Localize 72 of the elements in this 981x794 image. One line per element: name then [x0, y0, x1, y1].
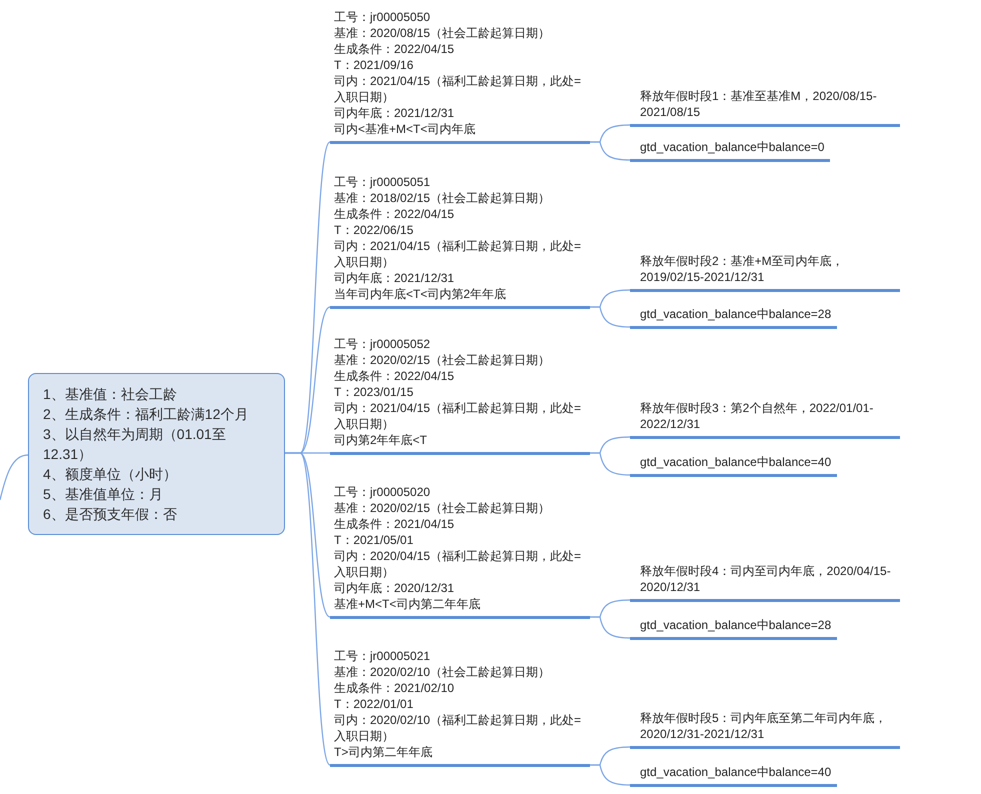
topic-text: T：2021/09/16 — [334, 56, 414, 72]
root-topic-text: 2、生成条件：福利工龄满12个月 — [43, 405, 250, 424]
topic-text: 工号：jr00005051 — [334, 174, 432, 190]
topic-node — [330, 174, 590, 308]
topic-text: 工号：jr00005050 — [334, 8, 432, 24]
topic-text: T：2021/05/01 — [334, 532, 414, 548]
subtopic-text: gtd_vacation_balance中balance=28 — [640, 306, 832, 322]
topic-text: 司内年底：2021/12/31 — [334, 104, 456, 120]
root-topic-text: 4、额度单位（小时） — [43, 465, 178, 484]
topic-node — [330, 484, 590, 618]
subtopic-node — [630, 252, 900, 292]
topic-text: T：2023/01/15 — [334, 384, 414, 400]
subtopic-text: 释放年假时段4：司内至司内年底，2020/04/15-2020/12/31 — [640, 562, 892, 594]
topic-text: 司内年底：2021/12/31 — [334, 270, 456, 286]
subtopic-text: gtd_vacation_balance中balance=0 — [640, 138, 824, 154]
subtopic-node — [630, 764, 838, 786]
topic-text: T：2022/01/01 — [334, 696, 414, 712]
subtopic-node — [630, 138, 830, 162]
topic-text: 基准：2020/02/15（社会工龄起算日期） — [334, 500, 552, 516]
topic-text: 基准：2020/02/15（社会工龄起算日期） — [334, 352, 552, 368]
topic-text: 工号：jr00005021 — [334, 648, 432, 664]
connector-line — [590, 141, 630, 161]
topic-text: 司内：2021/04/15（福利工龄起算日期，此处=入职日期） — [334, 400, 582, 432]
root-topic-text: 6、是否预支年假：否 — [43, 505, 178, 524]
topic-text: 基准：2020/02/10（社会工龄起算日期） — [334, 664, 552, 680]
connector-line — [590, 452, 630, 476]
connector-line — [0, 454, 28, 500]
subtopic-text: gtd_vacation_balance中balance=40 — [640, 454, 832, 470]
subtopic-node — [630, 454, 838, 476]
topic-text: 司内：2020/04/15（福利工龄起算日期，此处=入职日期） — [334, 548, 582, 580]
topic-text: 生成条件：2021/02/10 — [334, 680, 456, 696]
root-topic-text: 5、基准值单位：月 — [43, 485, 164, 504]
connector-line — [590, 764, 630, 786]
subtopic-node — [630, 616, 838, 640]
topic-node — [330, 336, 590, 454]
root-topic-text: 1、基准值：社会工龄 — [43, 385, 178, 404]
topic-text: 当年司内年底<T<司内第2年年底 — [334, 286, 508, 302]
topic-text: 工号：jr00005020 — [334, 484, 432, 500]
topic-text: 生成条件：2022/04/15 — [334, 206, 456, 222]
topic-text: 司内：2020/02/10（福利工龄起算日期，此处=入职日期） — [334, 712, 582, 744]
topic-text: T>司内第二年年底 — [334, 744, 434, 760]
topic-text: 司内：2021/04/15（福利工龄起算日期，此处=入职日期） — [334, 238, 582, 270]
root-topic-text: 3、以自然年为周期（01.01至12.31） — [43, 425, 227, 464]
subtopic-text: 释放年假时段3：第2个自然年，2022/01/01-2022/12/31 — [640, 400, 874, 432]
connector-line — [590, 306, 630, 328]
subtopic-node — [630, 562, 900, 602]
topic-text: 生成条件：2022/04/15 — [334, 368, 456, 384]
topic-text: 生成条件：2022/04/15 — [334, 40, 456, 56]
topic-node — [330, 8, 590, 144]
topic-text: 司内<基准+M<T<司内年底 — [334, 120, 476, 136]
subtopic-node — [630, 710, 900, 748]
topic-text: 基准+M<T<司内第二年年底 — [334, 596, 482, 612]
subtopic-node — [630, 88, 900, 126]
connector-line — [590, 616, 630, 639]
root-topic-box — [28, 373, 285, 535]
subtopic-text: gtd_vacation_balance中balance=28 — [640, 616, 832, 632]
topic-text: 司内第2年年底<T — [334, 432, 428, 448]
topic-node — [330, 648, 590, 766]
subtopic-text: 释放年假时段1：基准至基准M，2020/08/15-2021/08/15 — [640, 88, 878, 120]
subtopic-node — [630, 306, 838, 328]
subtopic-text: 释放年假时段5：司内年底至第二年司内年底，2020/12/31-2021/12/31 — [640, 710, 888, 742]
subtopic-text: 释放年假时段2：基准+M至司内年底，2019/02/15-2021/12/31 — [640, 252, 845, 284]
subtopic-node — [630, 400, 900, 438]
topic-text: 生成条件：2021/04/15 — [334, 516, 456, 532]
topic-text: 司内：2021/04/15（福利工龄起算日期，此处=入职日期） — [334, 72, 582, 104]
topic-text: T：2022/06/15 — [334, 222, 414, 238]
topic-text: 基准：2018/02/15（社会工龄起算日期） — [334, 190, 552, 206]
subtopic-text: gtd_vacation_balance中balance=40 — [640, 764, 832, 780]
topic-text: 工号：jr00005052 — [334, 336, 432, 352]
connector-line — [285, 452, 331, 766]
topic-text: 基准：2020/08/15（社会工龄起算日期） — [334, 24, 552, 40]
topic-text: 司内年底：2020/12/31 — [334, 580, 456, 596]
